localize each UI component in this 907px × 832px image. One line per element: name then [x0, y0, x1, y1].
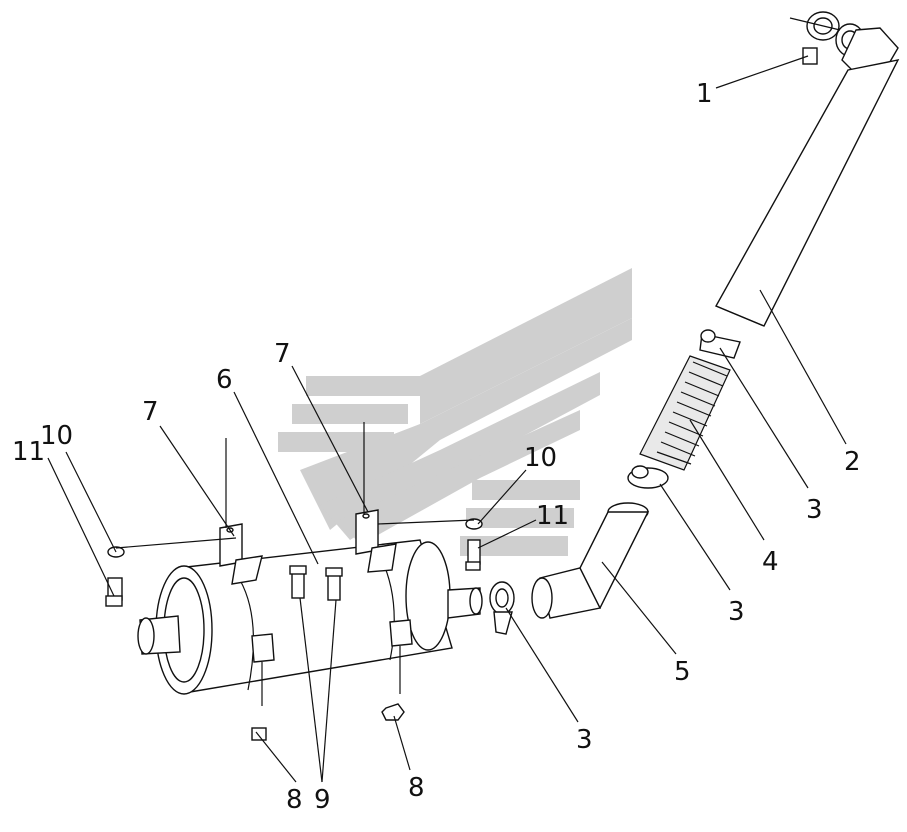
clamp-part-3-middle	[627, 465, 669, 489]
callout-7-right: 7	[274, 339, 291, 369]
callout-11-left: 11	[12, 437, 45, 467]
callout-6: 6	[216, 365, 233, 395]
bolts-part-9	[289, 565, 343, 601]
callout-8-right: 8	[408, 773, 425, 803]
bracket-part-7-right	[355, 422, 397, 573]
muffler-strap-lower	[251, 619, 413, 706]
elbow-pipe-part-5	[531, 502, 650, 619]
clamp-part-3-upper	[699, 329, 741, 359]
fastener-right-10-11	[377, 518, 483, 571]
clamp-part-3-lower	[489, 581, 515, 635]
callout-5: 5	[674, 657, 691, 687]
callout-10-right: 10	[524, 443, 557, 473]
fastener-left-10-11	[105, 537, 237, 607]
callout-11-right: 11	[536, 501, 569, 531]
callout-10-left: 10	[40, 421, 73, 451]
callout-3-middle: 3	[728, 597, 745, 627]
callout-3-upper: 3	[806, 495, 823, 525]
leader-lines	[47, 55, 847, 783]
callout-2: 2	[844, 447, 861, 477]
nuts-part-8	[251, 703, 405, 741]
callout-3-lower: 3	[576, 725, 593, 755]
bracket-part-7-left	[219, 438, 263, 585]
callout-1: 1	[696, 79, 713, 109]
bellows-part-4	[639, 355, 731, 471]
watermark-logo	[278, 268, 632, 556]
callout-7-left: 7	[142, 397, 159, 427]
callout-4: 4	[762, 547, 779, 577]
callout-8-left: 8	[286, 785, 303, 815]
muffler-part-6	[137, 539, 483, 695]
callout-9: 9	[314, 785, 331, 815]
exhaust-pipe-part-2	[715, 27, 900, 327]
